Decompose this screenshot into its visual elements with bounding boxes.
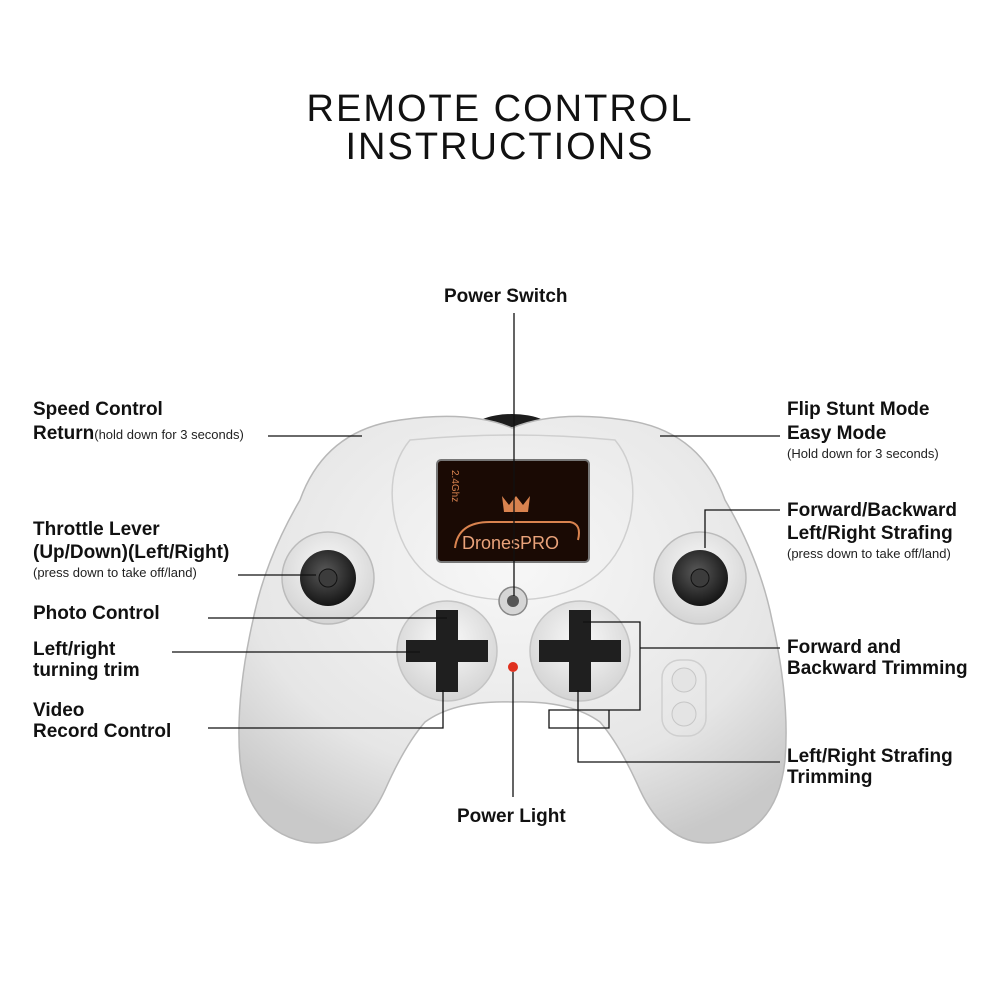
face-panel — [391, 434, 634, 601]
label-return-text: Return — [33, 423, 95, 444]
label-fb-trim-2: Backward Trimming — [787, 658, 968, 679]
right-dpad — [539, 610, 621, 692]
label-easy-mode: Easy Mode — [787, 423, 887, 444]
title-line-1: REMOTE CONTROL — [306, 88, 694, 130]
grip-button-panel — [661, 659, 707, 737]
label-power-light: Power Light — [457, 806, 566, 827]
label-photo-control: Photo Control — [33, 603, 160, 624]
label-speed-control: Speed Control — [33, 399, 163, 420]
label-fwd-back-2: Left/Right Strafing — [787, 523, 953, 544]
title-line-2: INSTRUCTIONS — [345, 126, 655, 168]
grip-button-1 — [671, 667, 697, 693]
left-dpad — [406, 610, 488, 692]
label-throttle-2: (Up/Down)(Left/Right) — [33, 542, 230, 563]
screen-band-text: 2.4Ghz — [449, 470, 460, 502]
label-return-note: (hold down for 3 seconds) — [94, 427, 244, 442]
grip-button-2 — [671, 701, 697, 727]
label-easy-note: (Hold down for 3 seconds) — [787, 446, 939, 461]
label-strafe-trim-1: Left/Right Strafing — [787, 746, 953, 767]
label-video-1: Video — [33, 700, 85, 721]
label-turn-trim-1: Left/right — [33, 639, 116, 660]
label-throttle-1: Throttle Lever — [33, 519, 160, 540]
label-fwd-back-note: (press down to take off/land) — [787, 546, 951, 561]
label-return: Return(hold down for 3 seconds) — [33, 423, 244, 446]
leader-lines — [172, 313, 780, 797]
label-flip-stunt: Flip Stunt Mode — [787, 399, 930, 420]
power-light-led — [508, 662, 518, 672]
label-throttle-note: (press down to take off/land) — [33, 565, 197, 580]
screen-brand-text: DronesPRO — [462, 533, 559, 553]
controller-body — [238, 415, 787, 844]
label-strafe-trim-2: Trimming — [787, 767, 873, 788]
label-video-2: Record Control — [33, 721, 172, 742]
label-power-switch: Power Switch — [444, 286, 568, 307]
brand-swoosh — [454, 521, 580, 549]
label-fb-trim-1: Forward and — [787, 637, 902, 658]
label-turn-trim-2: turning trim — [33, 660, 140, 681]
label-fwd-back-1: Forward/Backward — [787, 500, 957, 521]
brand-logo-icon — [502, 496, 530, 512]
